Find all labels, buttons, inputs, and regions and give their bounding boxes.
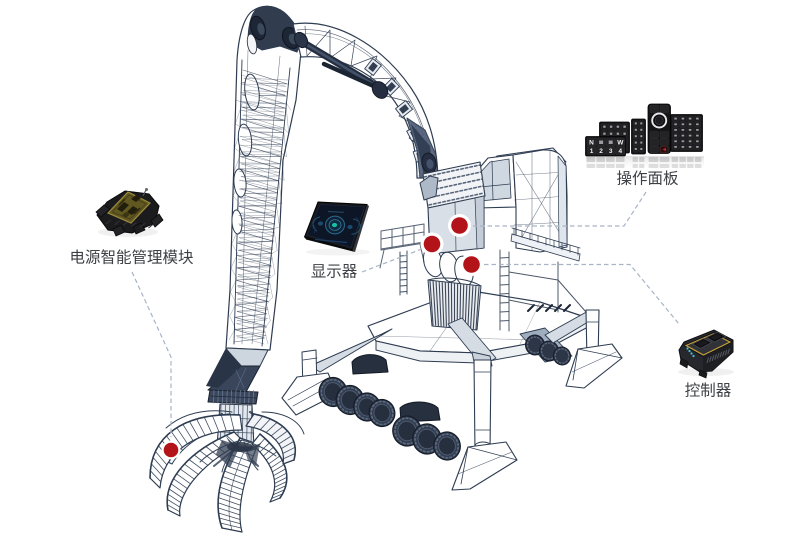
svg-text:4: 4 <box>618 148 622 155</box>
svg-text:显示器: 显示器 <box>311 264 358 281</box>
svg-text:操作面板: 操作面板 <box>616 170 678 188</box>
svg-text:3: 3 <box>609 148 613 155</box>
svg-text:N: N <box>589 140 594 147</box>
svg-text:控制器: 控制器 <box>685 382 732 400</box>
svg-text:2: 2 <box>599 148 603 155</box>
svg-text:W: W <box>617 140 624 147</box>
svg-text:1: 1 <box>590 148 594 155</box>
svg-text:电源智能管理模块: 电源智能管理模块 <box>69 249 193 267</box>
